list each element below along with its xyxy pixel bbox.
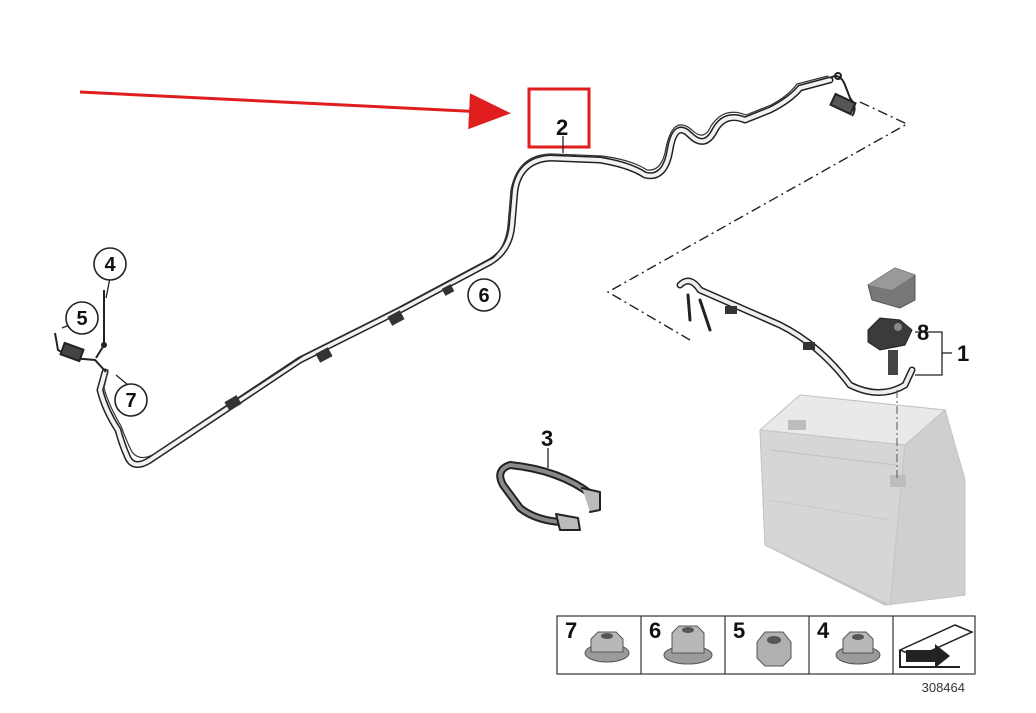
connection-outline — [606, 101, 909, 341]
callout-3: 3 — [541, 426, 553, 451]
callout-5-circle: 5 — [65, 301, 99, 335]
battery — [758, 390, 966, 606]
arrow-plate-icon — [898, 624, 974, 668]
battery-cable — [96, 75, 834, 468]
cable-clips — [224, 284, 455, 411]
hardware-legend: 7 6 5 4 — [556, 615, 976, 675]
diagram-id: 308464 — [922, 680, 965, 695]
callout-7-circle: 7 — [114, 383, 148, 417]
callout-4: 4 — [104, 254, 116, 276]
highlight-box — [527, 87, 591, 149]
ground-strap — [496, 461, 601, 531]
top-right-connector — [829, 72, 857, 117]
legend-number-4: 4 — [817, 618, 830, 643]
callout-1: 1 — [957, 341, 969, 366]
callout-2: 2 — [556, 115, 568, 140]
collar-nut-icon — [663, 625, 713, 665]
terminal-clamp — [867, 267, 916, 375]
battery-positive-lead — [676, 277, 916, 396]
callout-4-circle: 4 — [93, 247, 127, 281]
hex-nut-icon — [756, 631, 792, 667]
legend-number-7: 7 — [565, 618, 577, 643]
callout-7: 7 — [125, 390, 136, 412]
flange-nut-icon-2 — [835, 631, 881, 665]
legend-number-5: 5 — [733, 618, 745, 643]
callout-5: 5 — [76, 308, 87, 330]
callout-8: 8 — [917, 320, 929, 345]
callout-6: 6 — [478, 285, 489, 307]
left-terminal — [54, 290, 107, 373]
callout-6-circle: 6 — [467, 278, 501, 312]
pointer-arrow — [79, 90, 511, 130]
flange-nut-icon — [584, 631, 630, 663]
legend-number-6: 6 — [649, 618, 661, 643]
